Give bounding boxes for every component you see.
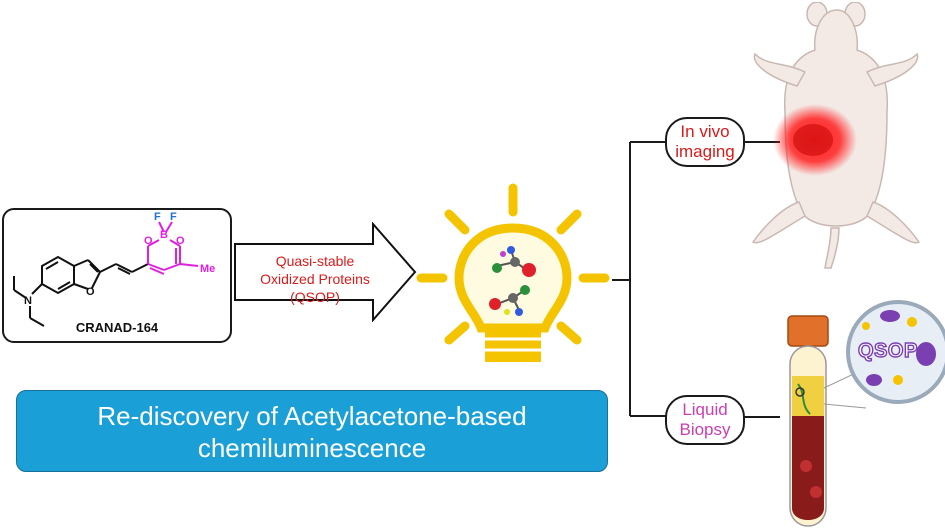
molecule-icon <box>489 285 530 316</box>
mouse-icon <box>751 2 921 269</box>
banner-line2: chemiluminescence <box>197 433 427 463</box>
oxygen-atom: O <box>144 235 153 247</box>
boron-atom: B <box>160 229 168 241</box>
lightbulb-icon <box>416 183 610 362</box>
in-vivo-line1: In vivo <box>680 122 730 141</box>
liquid-biopsy-line2: Biopsy <box>679 420 731 439</box>
compound-name: CRANAD-164 <box>75 320 159 335</box>
fluorine-atom: F <box>170 211 177 223</box>
cranad-164-structure: N O F F B O O Me <box>13 211 215 327</box>
methyl-group: Me <box>200 263 215 275</box>
arrow-label-line3: (QSOP) <box>290 289 340 305</box>
oxygen-atom: O <box>176 235 185 247</box>
furan-oxygen-atom: O <box>86 286 95 298</box>
nitrogen-atom: N <box>24 295 32 307</box>
in-vivo-imaging-label: In vivo imaging <box>665 117 745 167</box>
arrow-label-line1: Quasi-stable <box>275 253 355 269</box>
dioxaborinine-ring <box>147 221 199 275</box>
fluorine-atom: F <box>154 211 161 223</box>
branch-connector <box>612 141 666 417</box>
blood-tube-icon <box>787 300 945 527</box>
liquid-biopsy-line1: Liquid <box>682 400 728 419</box>
conclusion-banner: Re-discovery of Acetylacetone-based chem… <box>16 390 608 472</box>
arrow-label: Quasi-stable Oxidized Proteins (QSOP) <box>240 252 390 306</box>
arrow-label-line2: Oxidized Proteins <box>260 271 370 287</box>
qsop-inset-label: QSOP <box>857 339 918 362</box>
molecule-panel: N O F F B O O Me CRANAD-164 <box>2 208 232 343</box>
liquid-biopsy-label: Liquid Biopsy <box>665 395 745 445</box>
molecule-icon <box>492 246 536 277</box>
process-arrow <box>234 222 417 322</box>
in-vivo-line2: imaging <box>675 142 735 161</box>
banner-line1: Re-discovery of Acetylacetone-based <box>97 401 527 431</box>
